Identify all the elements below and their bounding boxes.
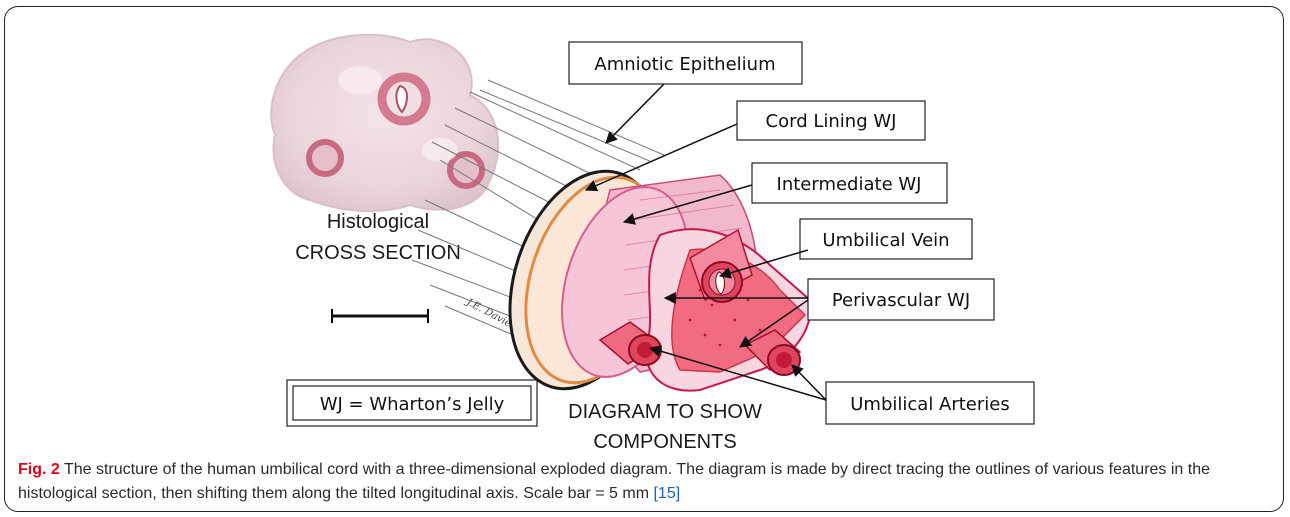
label-intermediate: Intermediate WJ bbox=[752, 163, 947, 203]
label-amniotic-epithelium: Amniotic Epithelium bbox=[569, 42, 802, 84]
diagram-title-line2: COMPONENTS bbox=[593, 431, 736, 453]
caption-reference-link[interactable]: [15] bbox=[653, 485, 680, 502]
caption-text: The structure of the human umbilical cor… bbox=[18, 461, 1210, 502]
label-arteries-text: Umbilical Arteries bbox=[850, 394, 1010, 415]
histo-title-line2: CROSS SECTION bbox=[295, 242, 461, 264]
histological-cross-section-image bbox=[271, 35, 498, 211]
label-intermediate-text: Intermediate WJ bbox=[777, 174, 922, 195]
caption-label: Fig. 2 bbox=[18, 461, 60, 478]
label-perivascular: Perivascular WJ bbox=[808, 279, 994, 320]
wj-legend: WJ = Wharton’s Jelly bbox=[287, 380, 537, 426]
wj-legend-text: WJ = Wharton’s Jelly bbox=[320, 394, 505, 415]
label-cord-lining: Cord Lining WJ bbox=[737, 101, 925, 140]
label-umbilical-arteries: Umbilical Arteries bbox=[826, 382, 1034, 424]
diagram-title-line1: DIAGRAM TO SHOW bbox=[568, 401, 762, 423]
label-cord-lining-text: Cord Lining WJ bbox=[766, 111, 897, 132]
histo-title-line1: Histological bbox=[327, 211, 429, 233]
umbilical-cord-figure: Histological CROSS SECTION J.E. Davies bbox=[0, 0, 1290, 460]
label-umbilical-vein: Umbilical Vein bbox=[800, 219, 972, 259]
figure-caption: Fig. 2 The structure of the human umbili… bbox=[18, 458, 1280, 506]
label-amniotic-text: Amniotic Epithelium bbox=[594, 54, 775, 75]
label-vein-text: Umbilical Vein bbox=[822, 230, 949, 251]
scale-bar bbox=[332, 309, 428, 323]
label-perivascular-text: Perivascular WJ bbox=[832, 290, 970, 311]
